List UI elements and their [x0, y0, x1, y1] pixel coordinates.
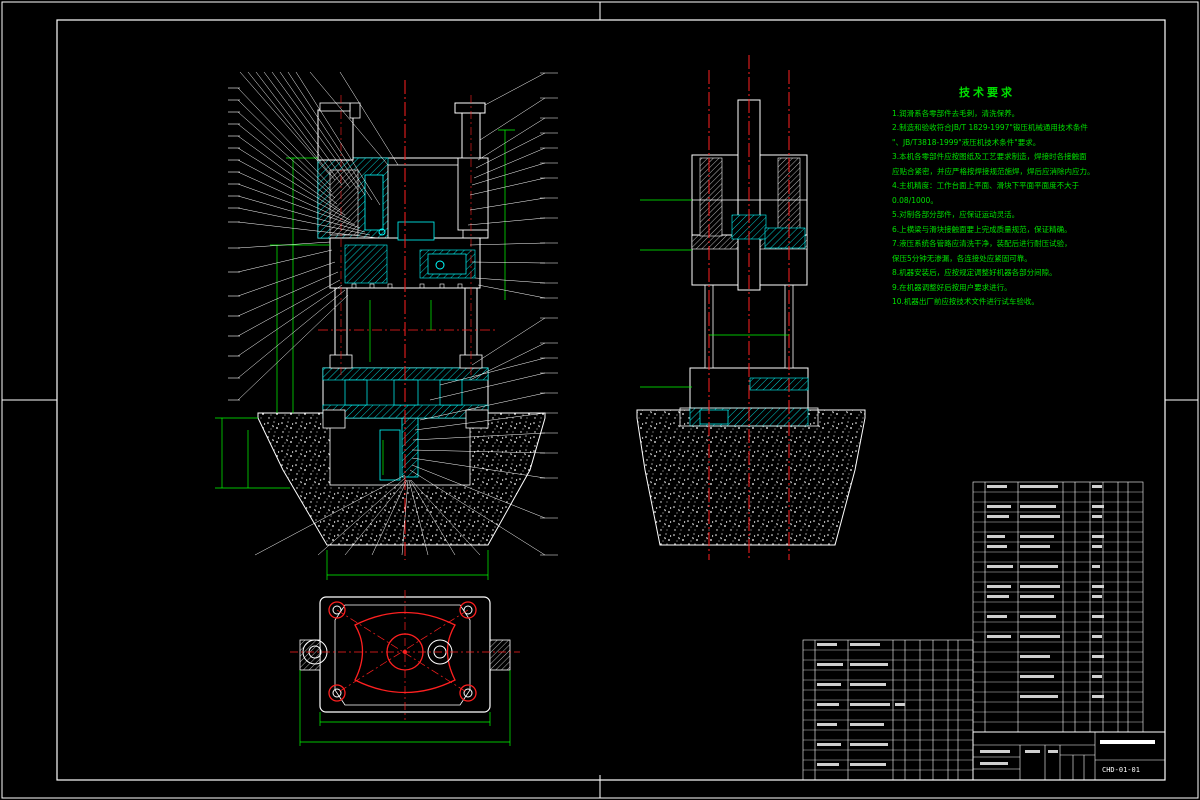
requirement-line: 应贴合紧密，并应严格按焊接规范施焊，焊后应消除内应力。 [892, 166, 1095, 176]
requirement-line: 4.主机精度：工作台面上平面、滑块下平面平面度不大于 [892, 181, 1080, 190]
main-cylinder [454, 102, 486, 114]
technical-requirements-title: 技术要求 [959, 86, 1015, 99]
requirement-line: 3.本机各零部件应按图纸及工艺要求制造，焊接时各接触面 [892, 152, 1087, 161]
requirement-line: 1.润滑系各零部件去毛刺，清洗保养。 [892, 108, 1020, 118]
plan-view [290, 590, 520, 746]
parts-list-entries [817, 485, 1155, 766]
requirement-line: 7.液压系统各管路应清洗干净，装配后进行耐压试验， [892, 239, 1072, 248]
requirement-line: 6.上横梁与滑块接触面要上完成质量规范，保证精确。 [892, 224, 1072, 234]
requirement-line: 5.对制各部分部件，应保证运动灵活。 [892, 210, 1020, 219]
side-foundation [636, 409, 866, 546]
requirement-line: 10.机器出厂前应按技术文件进行试车验收。 [892, 297, 1039, 306]
requirement-line: 8.机器安装后，应按规定调整好机器各部分间隙。 [892, 268, 1057, 277]
drawing-code: CHD-01-01 [1102, 766, 1140, 774]
technical-requirements-panel: 技术要求 1.润滑系各零部件去毛刺，清洗保养。 2.制造和验收符合JB/T 18… [892, 86, 1095, 310]
requirement-line: 2.制造和验收符合JB/T 1829-1997"锻压机械通用技术条件 [892, 123, 1088, 132]
requirement-line: 0.08/1000。 [892, 195, 938, 205]
side-view [636, 55, 866, 560]
parts-list-table [802, 481, 1166, 781]
requirement-line: 保压5分钟无渗漏，各连接处应紧固可靠。 [892, 253, 1032, 263]
requirement-line: "、JB/T3818-1999"液压机技术条件"要求。 [892, 137, 1041, 147]
front-section-view [215, 71, 558, 580]
requirement-line: 9.在机器调整好后按用户要求进行。 [892, 282, 1012, 292]
